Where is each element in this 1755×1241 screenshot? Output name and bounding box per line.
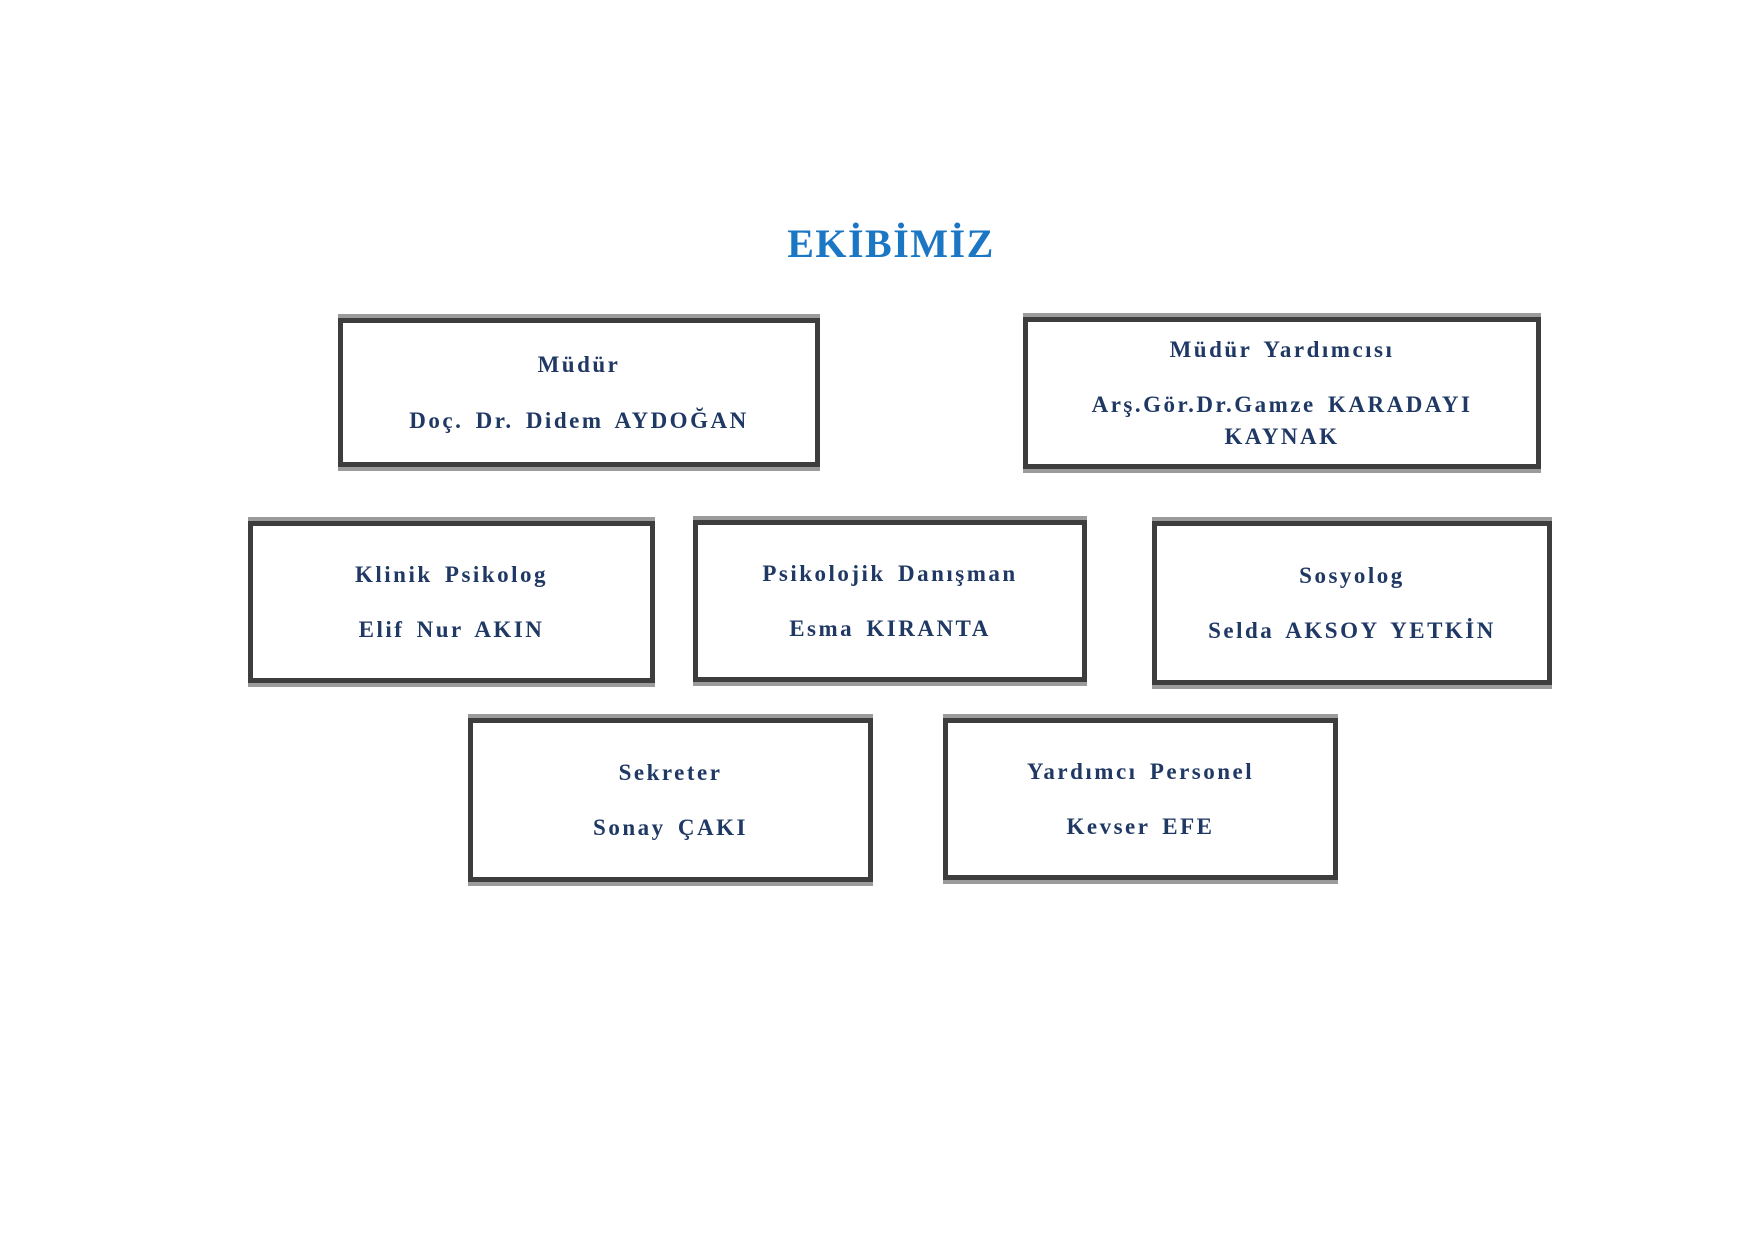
team-box-sekreter: Sekreter Sonay ÇAKI (468, 718, 873, 882)
member-name: Doç. Dr. Didem AYDOĞAN (409, 407, 749, 433)
team-box-mudur: Müdür Doç. Dr. Didem AYDOĞAN (338, 318, 820, 467)
member-name: Selda AKSOY YETKİN (1208, 618, 1496, 643)
page-title: EKİBİMİZ (787, 221, 995, 266)
member-name: Sonay ÇAKI (593, 815, 748, 840)
member-name: Arş.Gör.Dr.Gamze KARADAYI KAYNAK (1091, 392, 1473, 449)
team-box-klinik-psikolog: Klinik Psikolog Elif Nur AKIN (248, 521, 655, 683)
member-name: Kevser EFE (1066, 814, 1215, 839)
member-role: Sekreter (618, 759, 723, 785)
team-box-sosyolog: Sosyolog Selda AKSOY YETKİN (1152, 521, 1552, 685)
member-role: Müdür Yardımcısı (1169, 337, 1395, 363)
member-name: Elif Nur AKIN (358, 617, 545, 642)
team-box-mudur-yardimcisi: Müdür Yardımcısı Arş.Gör.Dr.Gamze KARADA… (1023, 317, 1541, 469)
member-role: Klinik Psikolog (355, 561, 548, 587)
team-box-yardimci-personel: Yardımcı Personel Kevser EFE (943, 718, 1338, 880)
member-role: Yardımcı Personel (1026, 758, 1255, 784)
member-role: Sosyolog (1299, 562, 1405, 588)
member-role: Müdür (537, 352, 621, 378)
team-box-psikolojik-danisman: Psikolojik Danışman Esma KIRANTA (693, 520, 1087, 682)
member-name: Esma KIRANTA (789, 616, 991, 641)
member-role: Psikolojik Danışman (762, 560, 1018, 586)
